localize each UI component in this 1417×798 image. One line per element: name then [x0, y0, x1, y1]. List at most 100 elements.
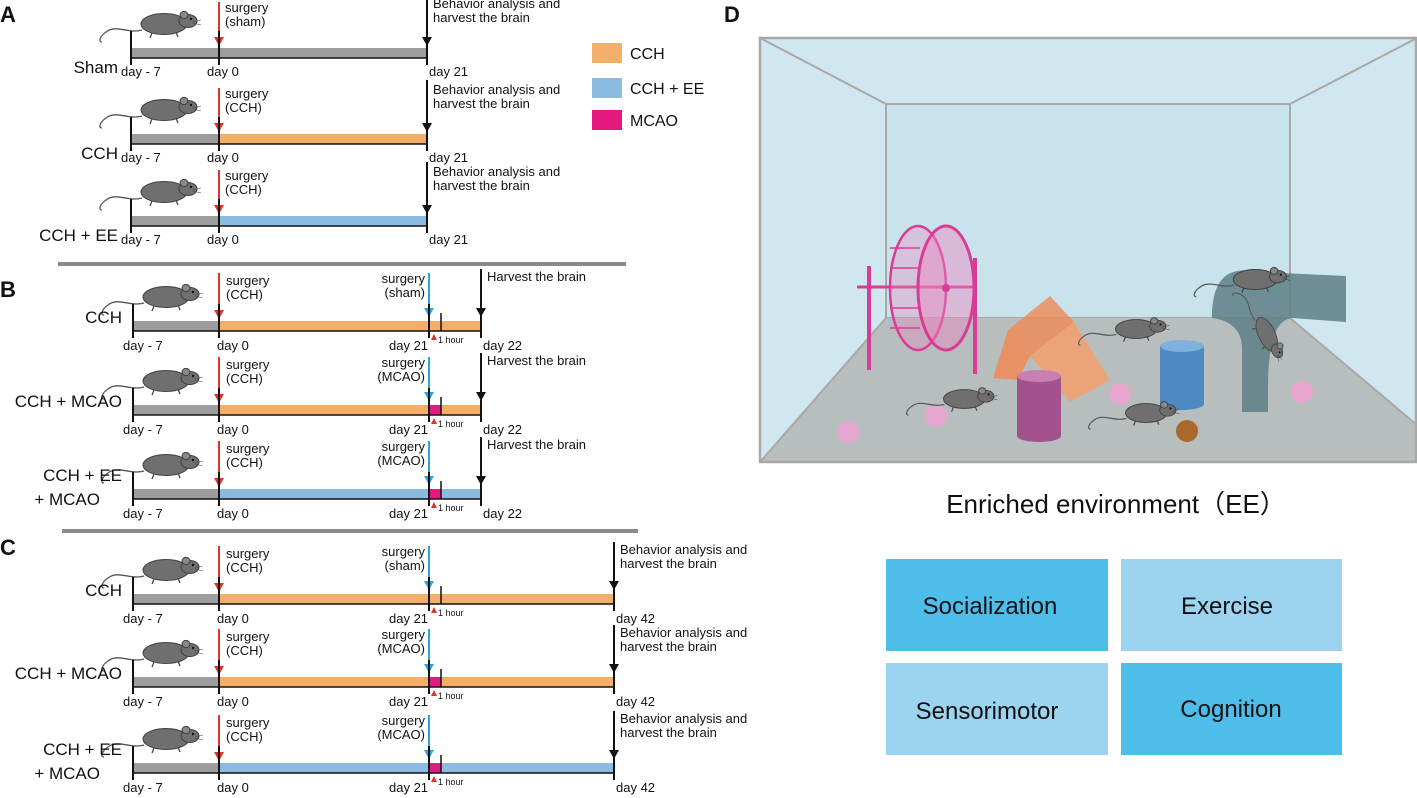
- tunnel-ramp-icon: [993, 296, 1110, 402]
- treatment-segment: [219, 48, 427, 58]
- second-surgery-label: surgery: [382, 271, 426, 286]
- surgery-label: surgery: [225, 0, 269, 15]
- panel-label-c: C: [0, 535, 16, 560]
- mouse-icon: [99, 178, 202, 211]
- surgery-type-label: (CCH): [226, 560, 263, 575]
- second-surgery-type-label: (MCAO): [377, 453, 425, 468]
- endpoint-label: Behavior analysis and: [433, 82, 560, 97]
- surgery-label: surgery: [226, 546, 270, 561]
- surgery-type-label: (CCH): [225, 100, 262, 115]
- legend-label-mcao: MCAO: [630, 113, 678, 130]
- mouse-icon: [99, 10, 202, 43]
- day-label: day - 7: [123, 611, 163, 626]
- second-surgery-label: surgery: [382, 439, 426, 454]
- endpoint-label: Behavior analysis and: [620, 625, 747, 640]
- mouse-icon: [99, 96, 202, 129]
- endpoint-label: Behavior analysis and: [620, 711, 747, 726]
- group-label: Sham: [74, 58, 118, 77]
- box-exercise: [1121, 559, 1342, 651]
- endpoint-label: Behavior analysis and: [620, 542, 747, 557]
- box-cognition-label: Cognition: [1180, 696, 1281, 723]
- endpoint-label: harvest the brain: [433, 10, 530, 25]
- surgery-type-label: (sham): [225, 14, 265, 29]
- box-sensorimotor: [886, 663, 1108, 755]
- day-label: day 21: [429, 150, 468, 165]
- day-label: day 21: [389, 611, 428, 626]
- group-label: CCH: [85, 581, 122, 600]
- day-label: day 22: [483, 338, 522, 353]
- baseline-segment: [133, 405, 219, 415]
- one-hour-label: 1 hour: [438, 691, 464, 701]
- one-hour-marker-icon: [431, 607, 437, 613]
- second-surgery-label: surgery: [382, 355, 426, 370]
- day-label: day 42: [616, 780, 655, 795]
- day-label: day - 7: [121, 232, 161, 247]
- legend-swatch-mcao: [592, 110, 622, 130]
- timelines: surgery(sham)Behavior analysis andharves…: [15, 0, 747, 795]
- second-surgery-label: surgery: [382, 627, 426, 642]
- endpoint-label: harvest the brain: [620, 725, 717, 740]
- day-label: day 0: [217, 611, 249, 626]
- one-hour-marker-icon: [431, 334, 437, 340]
- treatment-segment: [219, 594, 614, 604]
- day-label: day - 7: [123, 422, 163, 437]
- baseline-segment: [133, 763, 219, 773]
- shelter-icon: [1212, 270, 1346, 412]
- treatment-segment: [219, 763, 614, 773]
- treatment-segment: [219, 321, 481, 331]
- legend-label-cch: CCH: [630, 46, 665, 63]
- group-label: + MCAO: [34, 764, 100, 783]
- day-label: day 42: [616, 611, 655, 626]
- group-label: CCH + MCAO: [15, 392, 122, 411]
- mcao-segment: [429, 405, 441, 415]
- box-socialization-label: Socialization: [923, 593, 1058, 620]
- group-label: + MCAO: [34, 490, 100, 509]
- box-sensorimotor-label: Sensorimotor: [916, 698, 1059, 725]
- endpoint-label: harvest the brain: [620, 556, 717, 571]
- surgery-type-label: (CCH): [226, 455, 263, 470]
- legend-swatch-cch-ee: [592, 78, 622, 98]
- one-hour-label: 1 hour: [438, 335, 464, 345]
- second-surgery-type-label: (sham): [385, 285, 425, 300]
- treatment-segment: [219, 134, 427, 144]
- panel-label-d: D: [724, 2, 740, 27]
- day-label: day 21: [389, 422, 428, 437]
- surgery-type-label: (CCH): [226, 287, 263, 302]
- one-hour-label: 1 hour: [438, 777, 464, 787]
- day-label: day 21: [429, 232, 468, 247]
- day-label: day 0: [207, 150, 239, 165]
- day-label: day - 7: [121, 150, 161, 165]
- second-surgery-label: surgery: [382, 544, 426, 559]
- purple-cylinder-icon: [1017, 370, 1061, 442]
- group-label: CCH: [81, 144, 118, 163]
- box-cognition: [1121, 663, 1342, 755]
- day-label: day 0: [217, 422, 249, 437]
- one-hour-marker-icon: [431, 502, 437, 508]
- group-label: CCH + EE: [39, 226, 118, 245]
- treatment-segment: [219, 677, 614, 687]
- endpoint-label: Harvest the brain: [487, 269, 586, 284]
- second-surgery-type-label: (sham): [385, 558, 425, 573]
- endpoint-label: Harvest the brain: [487, 353, 586, 368]
- legend-label-cch-ee: CCH + EE: [630, 81, 704, 98]
- treatment-segment: [219, 405, 481, 415]
- surgery-type-label: (CCH): [226, 643, 263, 658]
- running-wheel-icon: [857, 224, 977, 374]
- surgery-label: surgery: [225, 168, 269, 183]
- box-exercise-label: Exercise: [1181, 593, 1273, 620]
- endpoint-label: Behavior analysis and: [433, 164, 560, 179]
- second-surgery-label: surgery: [382, 713, 426, 728]
- mcao-segment: [429, 677, 441, 687]
- day-label: day - 7: [123, 506, 163, 521]
- day-label: day 21: [389, 338, 428, 353]
- panel-label-a: A: [0, 2, 16, 27]
- treatment-segment: [219, 489, 481, 499]
- baseline-segment: [133, 677, 219, 687]
- surgery-label: surgery: [225, 86, 269, 101]
- enriched-environment-caption: Enriched environment（EE）: [946, 489, 1286, 519]
- day-label: day - 7: [123, 780, 163, 795]
- baseline-segment: [131, 216, 219, 226]
- panel-label-b: B: [0, 277, 16, 302]
- day-label: day 21: [389, 694, 428, 709]
- day-label: day 0: [217, 338, 249, 353]
